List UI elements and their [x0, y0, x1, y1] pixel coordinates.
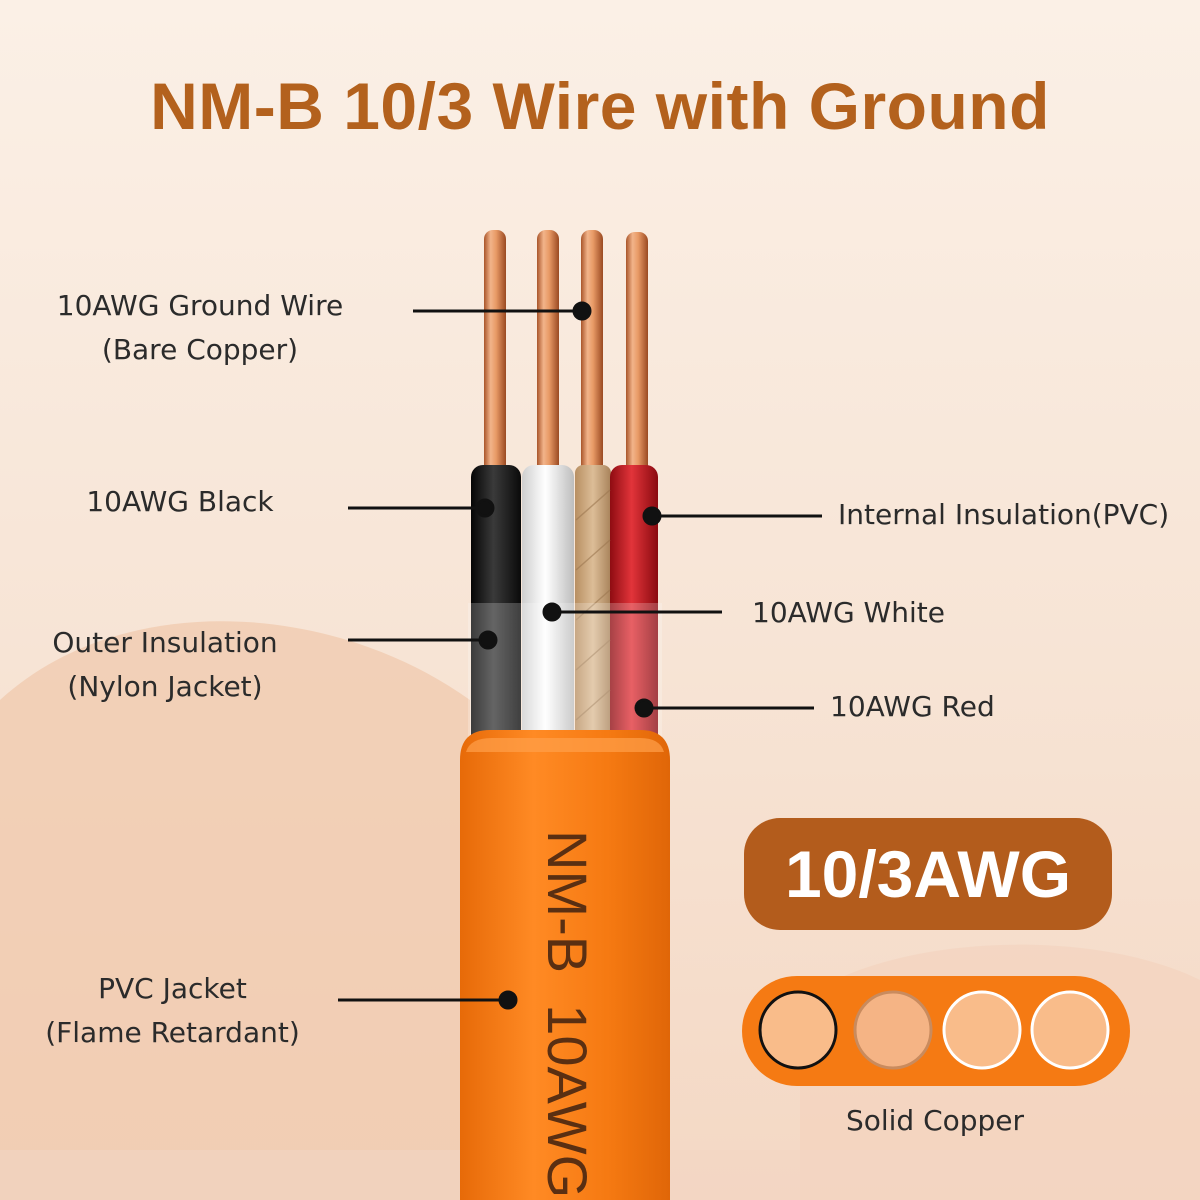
label-outer-insulation: Outer Insulation (Nylon Jacket) [52, 626, 278, 703]
red-wire [610, 465, 658, 765]
nylon-jacket-band [468, 603, 662, 753]
copper-conductors [484, 230, 648, 482]
label-black-wire: 10AWG Black [86, 485, 274, 518]
page-title: NM-B 10/3 Wire with Ground [150, 69, 1050, 143]
jacket-print-text: NM-B 10AWG [536, 830, 599, 1198]
paper-wrapped-ground [575, 465, 611, 765]
copper-conductor-2 [537, 230, 559, 480]
cross-section-label: Solid Copper [845, 1104, 1025, 1137]
cross-section-conductor-1 [758, 990, 838, 1070]
label-white-wire: 10AWG White [752, 596, 945, 629]
cross-section-diagram [742, 976, 1130, 1086]
cross-section-jacket [742, 976, 1130, 1086]
label-red-wire: 10AWG Red [830, 690, 995, 723]
copper-conductor-3 [581, 230, 603, 480]
label-ground-wire: 10AWG Ground Wire (Bare Copper) [56, 289, 344, 366]
copper-conductor-1 [484, 230, 506, 480]
cross-section-conductor-3 [942, 990, 1022, 1070]
black-wire [471, 465, 521, 765]
pvc-jacket [460, 730, 670, 1200]
copper-conductor-4 [626, 232, 648, 482]
background-shape-left [0, 621, 470, 1200]
cross-section-conductor-2 [853, 990, 933, 1070]
gauge-badge: 10/3AWG [744, 818, 1112, 930]
leader-lines [338, 301, 822, 1010]
label-pvc-jacket: PVC Jacket (Flame Retardant) [45, 972, 300, 1049]
label-internal-insulation: Internal Insulation(PVC) [838, 498, 1170, 531]
cross-section-conductor-4 [1030, 990, 1110, 1070]
